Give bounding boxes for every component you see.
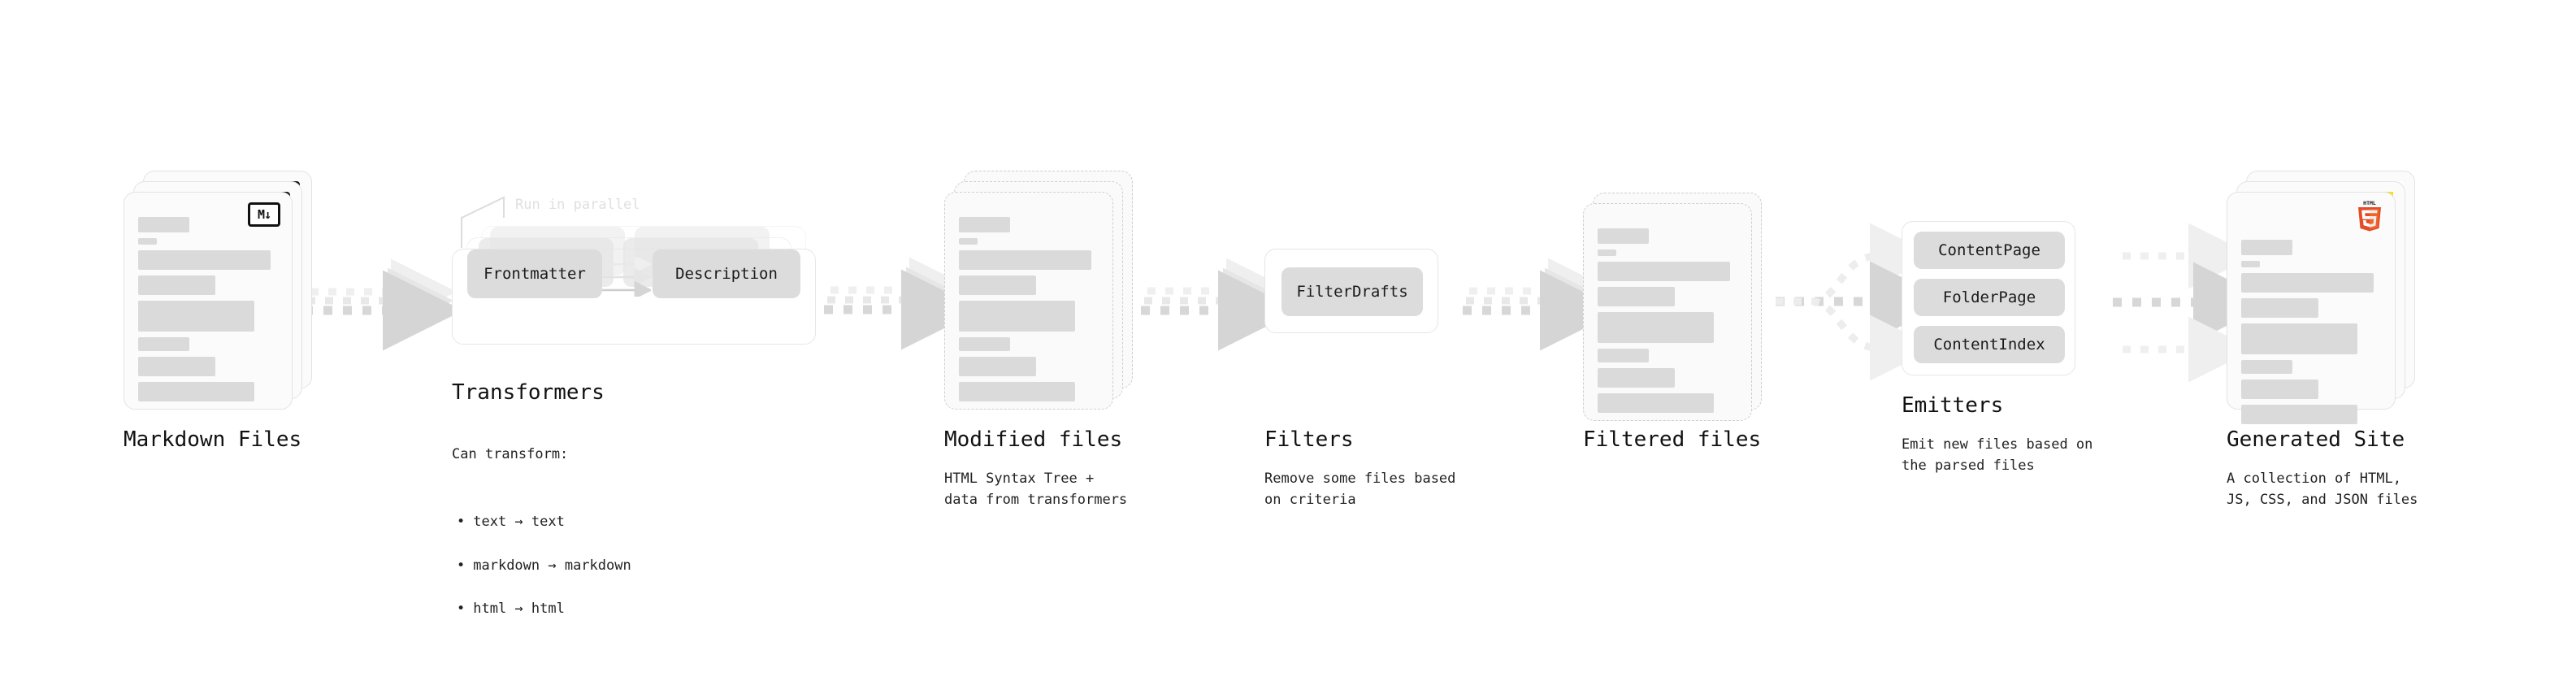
emitter-chip-contentindex[interactable]: ContentIndex <box>1914 326 2065 363</box>
skeleton-line <box>138 217 189 232</box>
skeleton-line <box>138 301 254 332</box>
emitter-chip-folderpage[interactable]: FolderPage <box>1914 279 2065 316</box>
skeleton-line <box>1598 393 1714 413</box>
modified-files-description: HTML Syntax Tree + data from transformer… <box>944 471 1128 509</box>
skeleton-line <box>138 337 189 351</box>
skeleton-line <box>138 275 215 295</box>
transformer-chip-description[interactable]: Description <box>653 249 800 298</box>
transformer-inner-arrows <box>602 258 651 297</box>
skeleton-line <box>138 250 271 270</box>
modified-card-front[interactable] <box>944 192 1113 410</box>
skeleton-line <box>959 238 978 245</box>
skeleton-line <box>138 357 215 376</box>
transformers-lead: Can transform: <box>452 446 569 463</box>
connector-modified-to-filters <box>1141 258 1299 351</box>
skeleton-body <box>959 217 1099 407</box>
skeleton-line <box>959 357 1036 376</box>
modified-files-title: Modified files <box>944 427 1123 452</box>
site-card-front[interactable]: HTML <box>2227 192 2396 424</box>
connector-filtered-to-emitters <box>1776 223 1950 381</box>
skeleton-line <box>959 301 1075 332</box>
list-item: text → text <box>452 511 631 533</box>
connector-emitters-to-site <box>2113 223 2274 383</box>
modified-card-stack <box>944 171 1136 413</box>
skeleton-line <box>959 337 1010 351</box>
html5-badge-icon: HTML <box>2356 199 2383 232</box>
markdown-files-title: Markdown Files <box>124 427 302 452</box>
skeleton-line <box>2241 360 2292 374</box>
skeleton-body <box>2241 240 2382 430</box>
skeleton-body <box>1598 228 1738 419</box>
skeleton-line <box>2241 240 2292 255</box>
skeleton-body <box>138 217 279 407</box>
skeleton-line <box>138 238 157 245</box>
run-in-parallel-bracket <box>461 196 505 248</box>
list-item: markdown → markdown <box>452 555 631 577</box>
stage-modified-files: Modified files HTML Syntax Tree + data f… <box>944 171 1136 508</box>
skeleton-line <box>959 275 1036 295</box>
generated-site-title: Generated Site <box>2227 427 2405 452</box>
skeleton-line <box>2241 273 2374 293</box>
site-card-stack: CSS HTML <box>2227 171 2418 424</box>
filtered-files-title: Filtered files <box>1583 427 1762 452</box>
emitters-box[interactable]: ContentPage FolderPage ContentIndex <box>1902 221 2075 375</box>
html5-wordmark: HTML <box>2363 200 2376 206</box>
connector-filters-to-filtered <box>1463 258 1620 351</box>
emitters-title: Emitters <box>1902 393 2004 418</box>
skeleton-line <box>2241 380 2318 399</box>
skeleton-line <box>2241 323 2357 354</box>
emitters-description: Emit new files based on the parsed files <box>1902 436 2093 475</box>
connector-markdown-to-transformers <box>304 258 463 351</box>
markdown-badge-icon: M↓ <box>248 202 280 227</box>
filters-box[interactable]: FilterDrafts <box>1264 249 1438 333</box>
stage-generated-site: CSS HTML <box>2227 171 2418 508</box>
skeleton-line <box>1598 349 1649 362</box>
stage-filtered-files: Filtered files <box>1583 193 1775 452</box>
emitter-chip-contentpage[interactable]: ContentPage <box>1914 232 2065 269</box>
markdown-card-stack: M↓ M↓ M↓ <box>124 171 315 413</box>
skeleton-line <box>1598 312 1714 343</box>
connector-transformers-to-modified <box>824 257 982 350</box>
skeleton-line <box>138 382 254 401</box>
filtered-card-front[interactable] <box>1583 203 1752 421</box>
transformers-layer-1[interactable]: Frontmatter Description <box>452 227 816 345</box>
stage-transformers: Run in parallel Frontmatter Description … <box>452 197 834 617</box>
generated-site-description: A collection of HTML, JS, CSS, and JSON … <box>2227 471 2418 509</box>
stage-markdown-files: M↓ M↓ M↓ <box>124 171 315 452</box>
skeleton-line <box>959 382 1075 401</box>
filtered-card-stack <box>1583 193 1775 424</box>
run-in-parallel-label: Run in parallel <box>515 197 640 213</box>
markdown-card-front[interactable]: M↓ <box>124 192 293 410</box>
skeleton-line <box>2241 405 2357 424</box>
skeleton-line <box>1598 228 1649 244</box>
transformers-list: text → text markdown → markdown html → h… <box>452 490 631 642</box>
skeleton-line <box>1598 249 1616 256</box>
filters-title: Filters <box>1264 427 1354 452</box>
transformer-chip-frontmatter[interactable]: Frontmatter <box>467 249 602 298</box>
list-item: html → html <box>452 598 631 620</box>
filters-description: Remove some files based on criteria <box>1264 471 1456 509</box>
skeleton-line <box>1598 262 1730 281</box>
skeleton-line <box>2241 298 2318 318</box>
skeleton-line <box>2241 261 2260 267</box>
skeleton-line <box>1598 368 1675 388</box>
skeleton-line <box>959 250 1091 270</box>
transformers-title: Transformers <box>452 380 605 405</box>
transformers-description: Can transform: text → text markdown → ma… <box>452 423 631 663</box>
skeleton-line <box>1598 287 1675 306</box>
skeleton-line <box>959 217 1010 232</box>
filter-chip-filterdrafts[interactable]: FilterDrafts <box>1281 267 1423 316</box>
